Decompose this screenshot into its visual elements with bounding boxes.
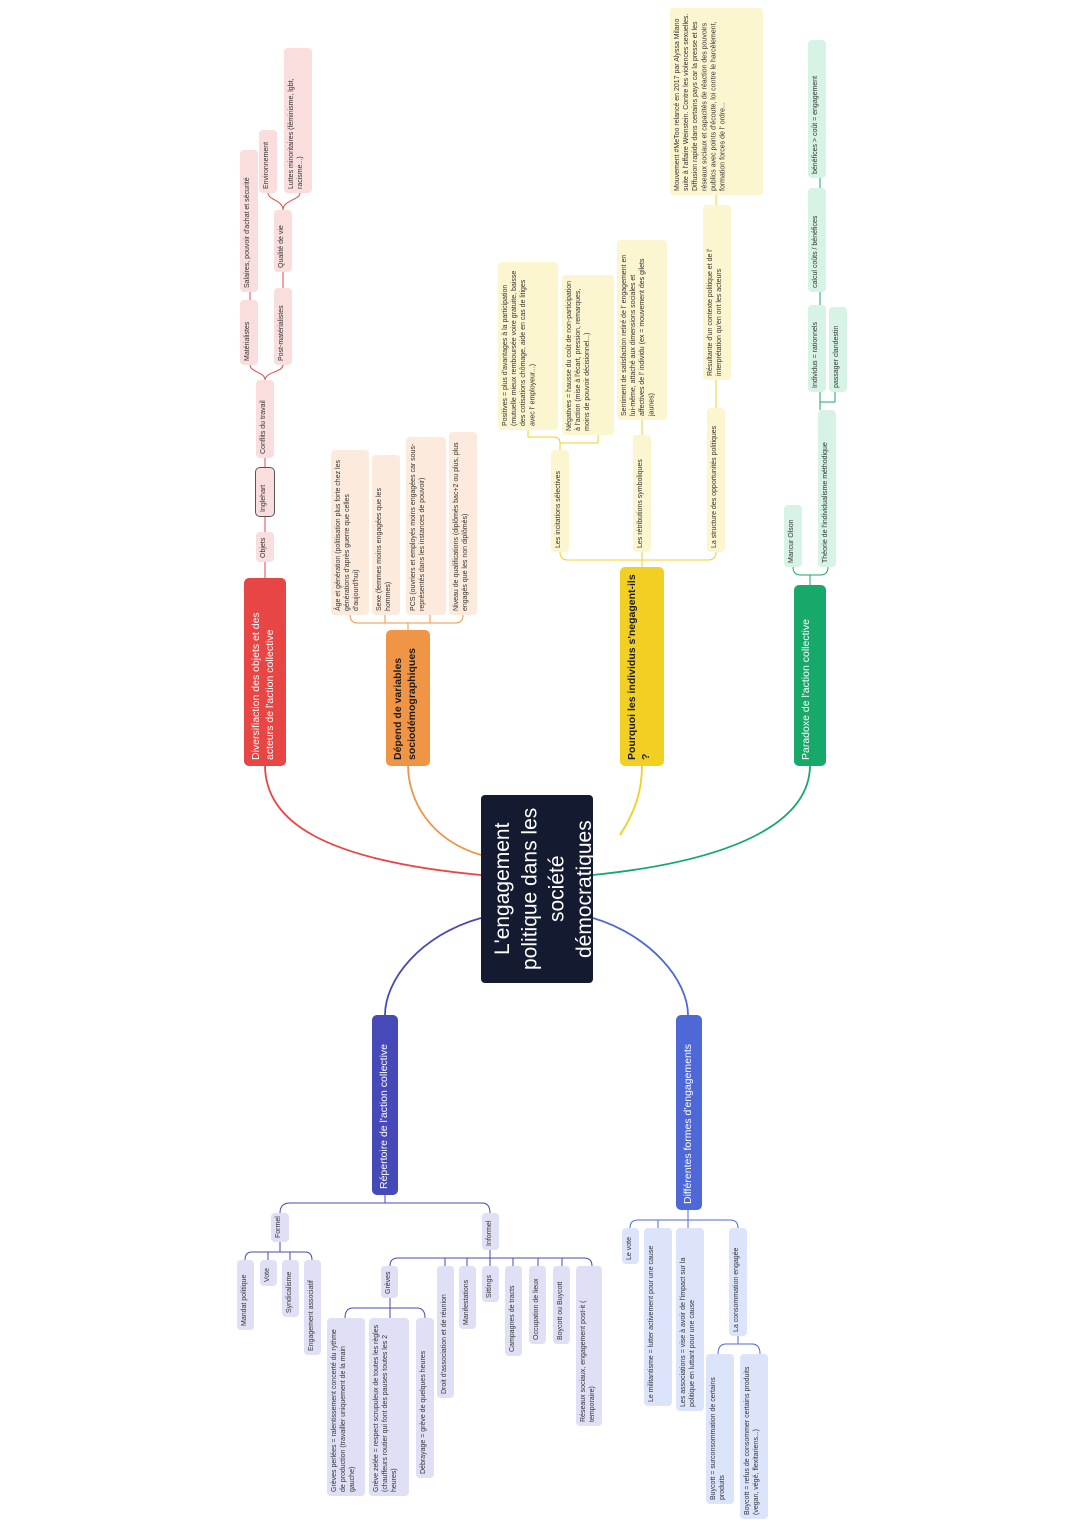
node-age-generation[interactable]: Âge et génération (politisation plus for… (331, 450, 369, 615)
node-droit-association[interactable]: Droit d'association et de réunion (437, 1266, 454, 1398)
node-consommation-engagee[interactable]: La consommation engagée (729, 1228, 747, 1336)
node-syndicalisme[interactable]: Syndicalisme (282, 1260, 299, 1317)
node-campagnes-tracts[interactable]: Campagnes de tracts (505, 1266, 522, 1356)
node-incitations-positives[interactable]: Positives = plus d'avantages à la partic… (498, 262, 558, 430)
node-theorie-individualisme[interactable]: Théorie de l'individualisme méthodique (818, 410, 836, 567)
node-materialistes[interactable]: Matérialistes (240, 300, 258, 365)
node-vote-formel[interactable]: Vote (260, 1260, 277, 1286)
branch-diversification[interactable]: Diversifiaction des objets et des acteur… (244, 578, 286, 766)
node-le-vote[interactable]: Le vote (622, 1228, 639, 1264)
branch-pourquoi-engagent[interactable]: Pourquoi les individus s'negagent-ils ? (620, 567, 664, 766)
node-militantisme[interactable]: Le militantisme = lutter activement pour… (644, 1228, 672, 1406)
node-calcul-couts-benefices[interactable]: calcul coûts / bénéfices (808, 188, 826, 292)
branch-repertoire-action-collective[interactable]: Répertoire de l'action collective (372, 1015, 398, 1195)
node-sittings[interactable]: Sittings (482, 1266, 499, 1302)
node-debrayage[interactable]: Débrayage = grève de quelques heures (416, 1318, 434, 1478)
node-greves-perlees[interactable]: Grèves perlées = ralentissement concerté… (327, 1318, 365, 1496)
node-conflits-travail[interactable]: Conflits du travail (256, 380, 274, 458)
node-incitations-negatives[interactable]: Négatives = hausse du coût de non-partic… (562, 275, 614, 435)
node-mancur-olson[interactable]: Mancur Olson (784, 505, 802, 567)
node-resultante-contexte[interactable]: Résultante d'un contexte politique et de… (703, 205, 731, 380)
node-sentiment-satisfaction[interactable]: Sentiment de satisfaction retiré de l' e… (617, 240, 667, 420)
node-qualite-vie[interactable]: Qualité de vie (274, 210, 292, 272)
node-objets[interactable]: Objets (256, 532, 274, 562)
node-formel[interactable]: Formel (271, 1213, 289, 1242)
node-salaires[interactable]: Salaires, pouvoir d'achat et sécurité (240, 150, 258, 292)
node-associations[interactable]: Les associations = vise à avoir de l'imp… (676, 1228, 704, 1411)
node-luttes-minoritaires[interactable]: Luttes minoritaires (féminisme, lgbt, ra… (284, 48, 312, 193)
node-retributions-symboliques[interactable]: Les rétributions symboliques (633, 435, 651, 552)
node-boycott-buycott[interactable]: Boycott ou Buycott (553, 1266, 570, 1344)
branch-variables-sociodemographiques[interactable]: Dépend de variables sociodémographiques (386, 630, 430, 766)
node-inglehart[interactable]: Inglehart (255, 467, 275, 517)
node-informel[interactable]: Informel (482, 1213, 499, 1250)
node-benefices-engagement[interactable]: bénéfices > coût = engagement (808, 40, 826, 178)
node-engagement-associatif[interactable]: Engagement associatif (304, 1260, 321, 1355)
node-structure-opportunites[interactable]: La structure des opportunités politiques (707, 408, 725, 552)
node-environnement[interactable]: Environnement (259, 130, 277, 193)
node-boycott[interactable]: Boycott = refus de consommer certains pr… (740, 1354, 768, 1519)
node-metoo[interactable]: Mouvement #MeToo relancé en 2017 par Aly… (670, 8, 763, 195)
node-greves[interactable]: Grèves (381, 1266, 398, 1298)
node-pcs[interactable]: PCS (ouvriers et employés moins engagées… (406, 437, 446, 615)
node-post-materialistes[interactable]: Post-matérialistes (274, 288, 292, 365)
node-incitations-selectives[interactable]: Les incitations sélectives (551, 450, 569, 552)
node-passager-clandestin[interactable]: passager clandestin (829, 307, 847, 392)
node-buycott[interactable]: Buycott = surconsommation de certains pr… (706, 1354, 734, 1504)
node-manifestations[interactable]: Manifestations (459, 1266, 476, 1329)
node-individus-rationnels[interactable]: Individus = rationnels (808, 305, 826, 392)
branch-paradoxe-action-collective[interactable]: Paradoxe de l'action collective (794, 585, 826, 766)
node-mandat-politique[interactable]: Mandat politique (237, 1260, 254, 1330)
central-topic[interactable]: L'engagement politique dans les société … (481, 795, 593, 983)
branch-formes-engagements[interactable]: Différentes formes d'engagements (676, 1015, 702, 1210)
node-greve-zelee[interactable]: Grève zelée = respect scrupuleux de tout… (369, 1318, 409, 1496)
node-occupation-lieux[interactable]: Occupation de lieux (529, 1266, 546, 1344)
node-niveau-qualifications[interactable]: Niveau de qualifications (diplômés bac+2… (449, 432, 477, 615)
node-reseaux-sociaux[interactable]: Réseaux sociaux, engagement post-it ( te… (576, 1266, 602, 1426)
node-sexe[interactable]: Sexe (femmes moins engagées que les homm… (372, 455, 400, 615)
